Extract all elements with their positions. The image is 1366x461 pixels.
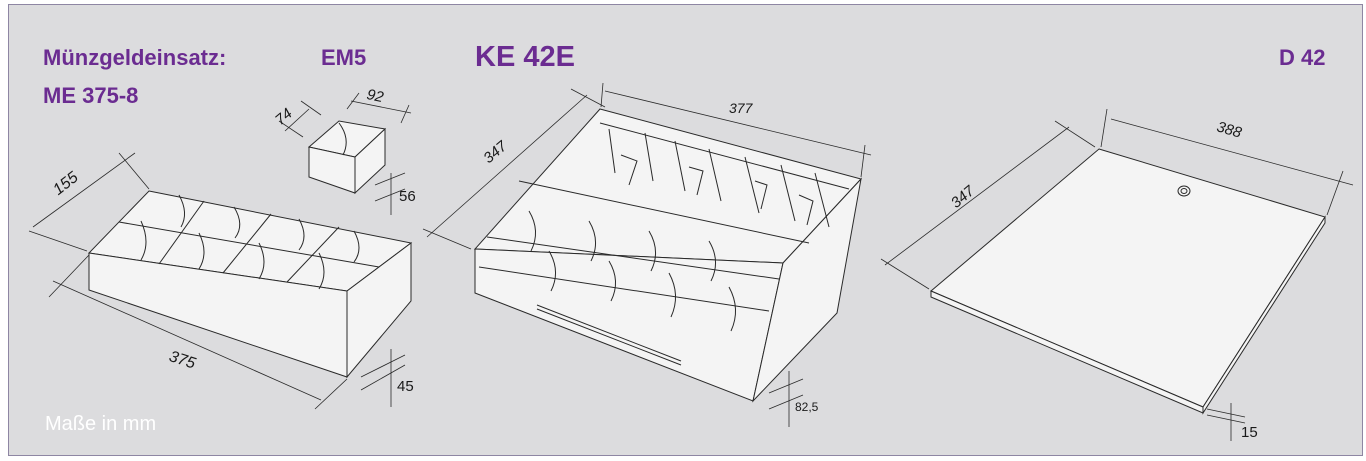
drawer-side — [752, 177, 862, 403]
coin-insert-title: Münzgeldeinsatz: — [43, 45, 227, 70]
units-note: Maße in mm — [45, 413, 157, 435]
ke-height-label: 82,5 — [795, 400, 819, 414]
em5-depth-label: 74 — [272, 105, 296, 129]
coin-tray-side — [346, 242, 412, 379]
ke-depth-label: 347 — [480, 137, 511, 167]
cover-top — [930, 148, 1326, 408]
drawing-panel: Münzgeldeinsatz: ME 375-8 EM5 KE 42E D 4… — [8, 4, 1363, 456]
coin-insert-model-title: ME 375-8 — [43, 83, 139, 108]
cover-side-edge — [1202, 215, 1326, 415]
d-width-label: 388 — [1215, 118, 1244, 141]
drawer-top — [473, 108, 862, 264]
technical-drawing: 375 155 45 92 74 56 377 347 82,5 388 347… — [28, 82, 1354, 441]
lock-icon — [1177, 185, 1191, 197]
cover-lid-drawing — [880, 108, 1354, 441]
ke-width-label: 377 — [729, 100, 754, 116]
em5-side — [354, 127, 386, 195]
me-height-label: 45 — [397, 378, 414, 395]
ke42e-title: KE 42E — [475, 41, 575, 73]
em5-title: EM5 — [321, 45, 367, 70]
me-depth-label: 155 — [50, 169, 82, 199]
d42-title: D 42 — [1279, 45, 1326, 70]
d-depth-label: 347 — [948, 182, 979, 212]
me-width-label: 375 — [167, 348, 198, 372]
coin-tray-drawing — [28, 152, 413, 410]
cash-drawer-drawing — [422, 82, 872, 427]
em5-width-label: 92 — [365, 86, 385, 106]
em5-height-label: 56 — [399, 188, 416, 205]
d-height-label: 15 — [1241, 424, 1258, 441]
drawer-front — [474, 248, 784, 402]
em5-cup-drawing — [278, 92, 412, 215]
